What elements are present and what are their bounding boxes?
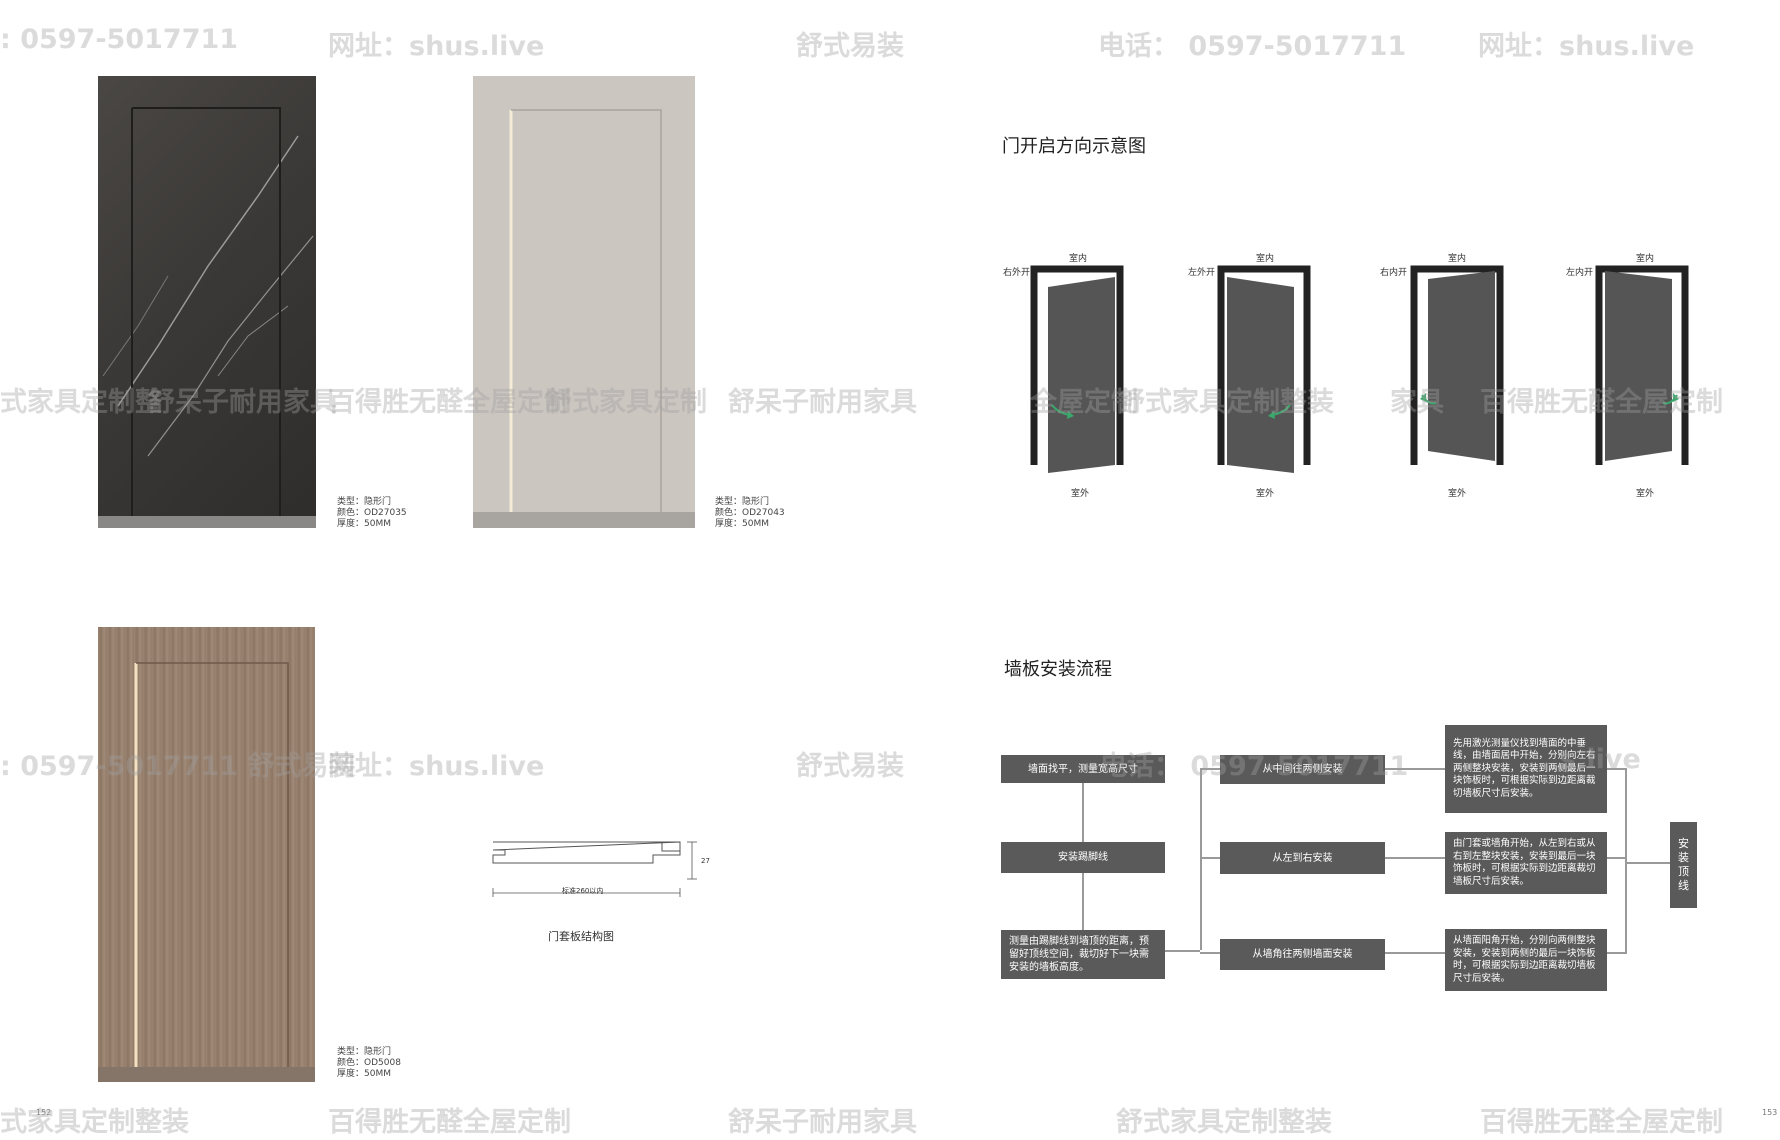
watermark: 网址：shus.live (328, 751, 545, 782)
connector-line (1385, 857, 1445, 859)
connector-line (1607, 952, 1625, 954)
flow-step-box: 安装踢脚线 (1001, 842, 1165, 873)
connector-line (1607, 768, 1625, 770)
page-number-left: 152 (36, 1108, 52, 1117)
watermark: 舒式易装 (796, 751, 904, 782)
door-frame-profile-drawing (492, 841, 697, 897)
watermark: 百得胜无醛全屋定制 (328, 1107, 571, 1138)
watermark: 百得胜无醛全屋定制 (1480, 1107, 1723, 1138)
connector-line (1385, 768, 1445, 770)
watermark: 网址：shus.live (1478, 31, 1695, 62)
flow-step-box: 测量由踢脚线到墙顶的距离，预留好顶线空间，裁切好下一块需安装的墙板高度。 (1001, 930, 1165, 979)
flow-note-box: 由门套或墙角开始，从左到右或从右到左整块安装，安装到最后一块饰板时，可根据实际到… (1445, 832, 1607, 894)
flow-note-box: 从墙面阳角开始，分别向两侧整块安装，安装到两侧的最后一块饰板时，可根据实际到边距… (1445, 929, 1607, 991)
profile-width-label: 标准260以内 (562, 887, 604, 895)
door-photo-light-grey (473, 76, 695, 528)
watermark: 式家具定制整装 (0, 1107, 189, 1138)
watermark: 舒呆子耐用家具 (728, 1107, 917, 1138)
page-number-right: 153 (1762, 1108, 1778, 1117)
flow-note-box: 先用激光测量仪找到墙面的中垂线，由墙面居中开始，分别向左右两侧整块安装，安装到两… (1445, 725, 1607, 813)
profile-height-label: 27 (701, 857, 710, 865)
watermark: 网址：shus.live (328, 31, 545, 62)
connector-line (1082, 783, 1084, 842)
install-flow-title: 墙板安装流程 (1004, 659, 1112, 680)
connector-line (1607, 857, 1625, 859)
flow-method-box: 从中间往两侧安装 (1220, 755, 1385, 784)
connector-line (1200, 952, 1220, 954)
connector-line (1200, 768, 1202, 950)
door-photo-dark-marble (98, 76, 316, 528)
connector-line (1200, 768, 1220, 770)
flow-method-box: 从左到右安装 (1220, 842, 1385, 874)
flow-final-box: 安装顶线 (1670, 822, 1697, 908)
watermark: : 0597-5017711 (0, 24, 239, 55)
connector-line (1165, 950, 1200, 952)
connector-line (1200, 857, 1220, 859)
profile-caption: 门套板结构图 (548, 930, 614, 943)
watermark: 舒式家具定制整装 (1116, 1107, 1332, 1138)
door-photo-wood (98, 627, 315, 1082)
flow-method-box: 从墙角往两侧墙面安装 (1220, 939, 1385, 970)
connector-line (1625, 862, 1670, 864)
watermark: 电话： 0597-5017711 (1098, 31, 1407, 62)
connector-line (1625, 768, 1627, 954)
watermark: 舒式易装 (796, 31, 904, 62)
door-direction-title: 门开启方向示意图 (1002, 136, 1146, 157)
flow-step-box: 墙面找平，测量宽高尺寸 (1001, 755, 1165, 783)
connector-line (1385, 952, 1445, 954)
watermark: 舒呆子耐用家具 (728, 387, 917, 418)
connector-line (1082, 873, 1084, 930)
